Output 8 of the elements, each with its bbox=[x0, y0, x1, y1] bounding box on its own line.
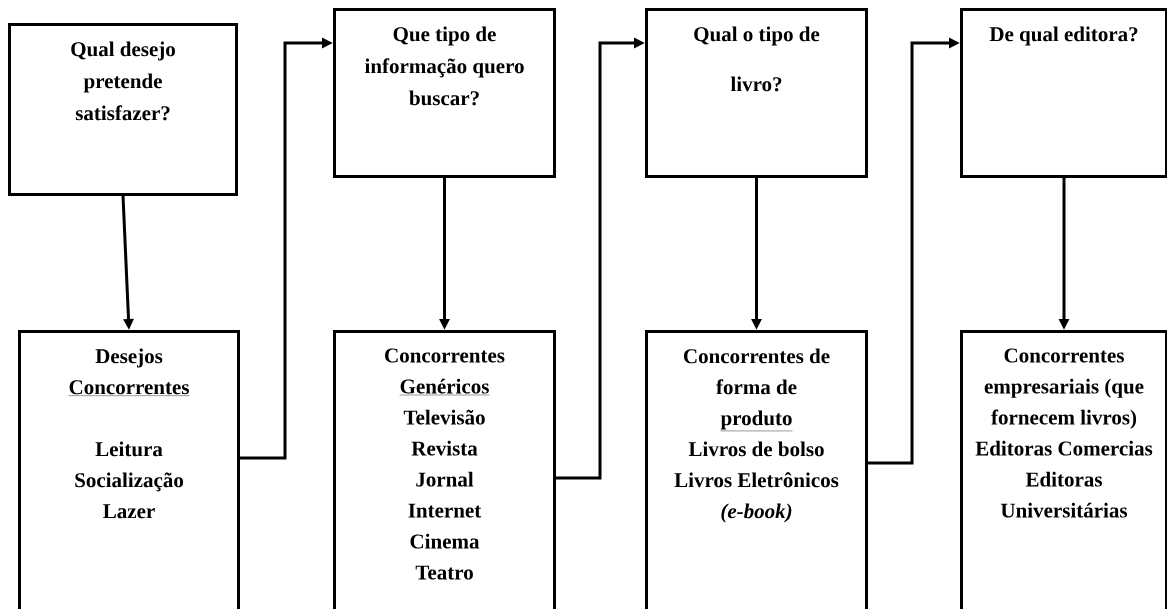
question-box: Qual o tipo de livro? bbox=[645, 8, 868, 178]
competitor-box: Concorrentes Genéricos Televisão Revista Jornal Internet Cinema Teatro bbox=[333, 330, 556, 609]
competitor-box: Concorrentes de forma de produto Livros de bolso Livros Eletrônicos (e-book) bbox=[645, 330, 868, 609]
question-box: Que tipo de informação quero buscar? bbox=[333, 8, 556, 178]
competitor-box: Concorrentes empresariais (que fornecem livros) Editoras Comercias Editoras Universitárias bbox=[960, 330, 1167, 609]
question-box: Qual desejo pretende satisfazer? bbox=[8, 23, 238, 196]
question-box: De qual editora? bbox=[960, 8, 1167, 178]
competitor-box: Desejos Concorrentes Leitura Socialização Lazer bbox=[18, 330, 240, 609]
